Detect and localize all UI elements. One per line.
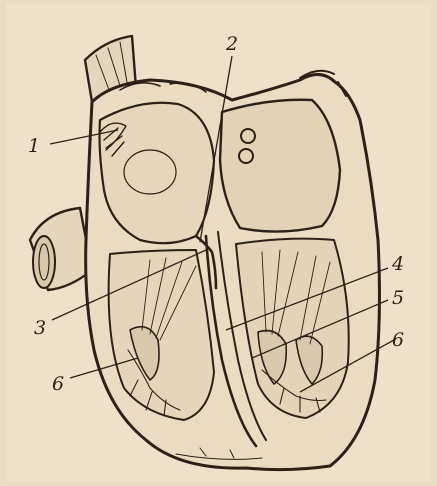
label-1: 1 [28, 135, 40, 157]
label-4: 4 [391, 253, 404, 275]
label-3: 3 [34, 317, 46, 339]
label-6-left: 6 [52, 373, 64, 395]
label-2: 2 [225, 33, 238, 55]
label-5: 5 [392, 287, 404, 309]
label-6-right: 6 [392, 329, 404, 351]
left-atrium-cavity [220, 100, 340, 232]
